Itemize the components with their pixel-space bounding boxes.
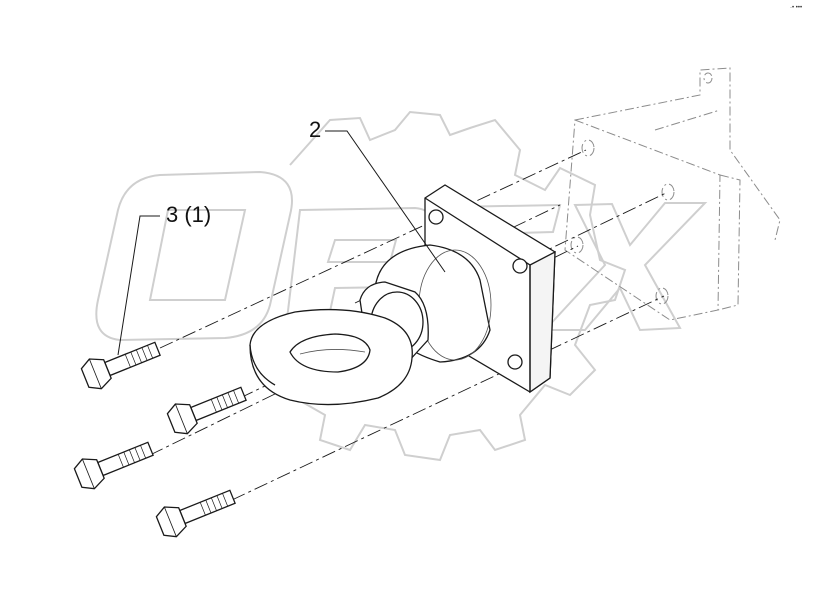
leader-lines: [117, 130, 446, 356]
hex-bolt: [155, 489, 236, 538]
hex-bolts: [73, 341, 247, 538]
watermark-gear: [289, 110, 627, 462]
mounting-bracket-ghost: [564, 67, 781, 321]
callout-part-3: 3 (1): [166, 202, 212, 227]
flange-bolt-hole: [428, 209, 444, 225]
leader-part-3: [117, 215, 160, 356]
watermark-letter-x: [542, 202, 708, 332]
coupling-flange-side: [529, 250, 556, 394]
hex-bolt-head: [155, 506, 187, 538]
hex-bolt-head: [166, 403, 198, 435]
flange-bolt-hole: [512, 258, 528, 274]
hex-bolt: [166, 386, 247, 435]
hex-bolt: [73, 441, 154, 490]
corner-mark: ·• •••: [790, 5, 803, 11]
watermark-letter-o: [95, 170, 293, 342]
hex-bolt-head: [80, 358, 112, 390]
tow-eye-hole: [289, 333, 371, 373]
flange-bolt-hole: [507, 354, 523, 370]
leader-part-2: [325, 130, 446, 273]
hex-bolt-head: [73, 458, 105, 490]
hex-bolt: [80, 341, 161, 390]
tow-eye-coupling: [249, 184, 556, 406]
callout-part-2: 2: [309, 117, 322, 142]
